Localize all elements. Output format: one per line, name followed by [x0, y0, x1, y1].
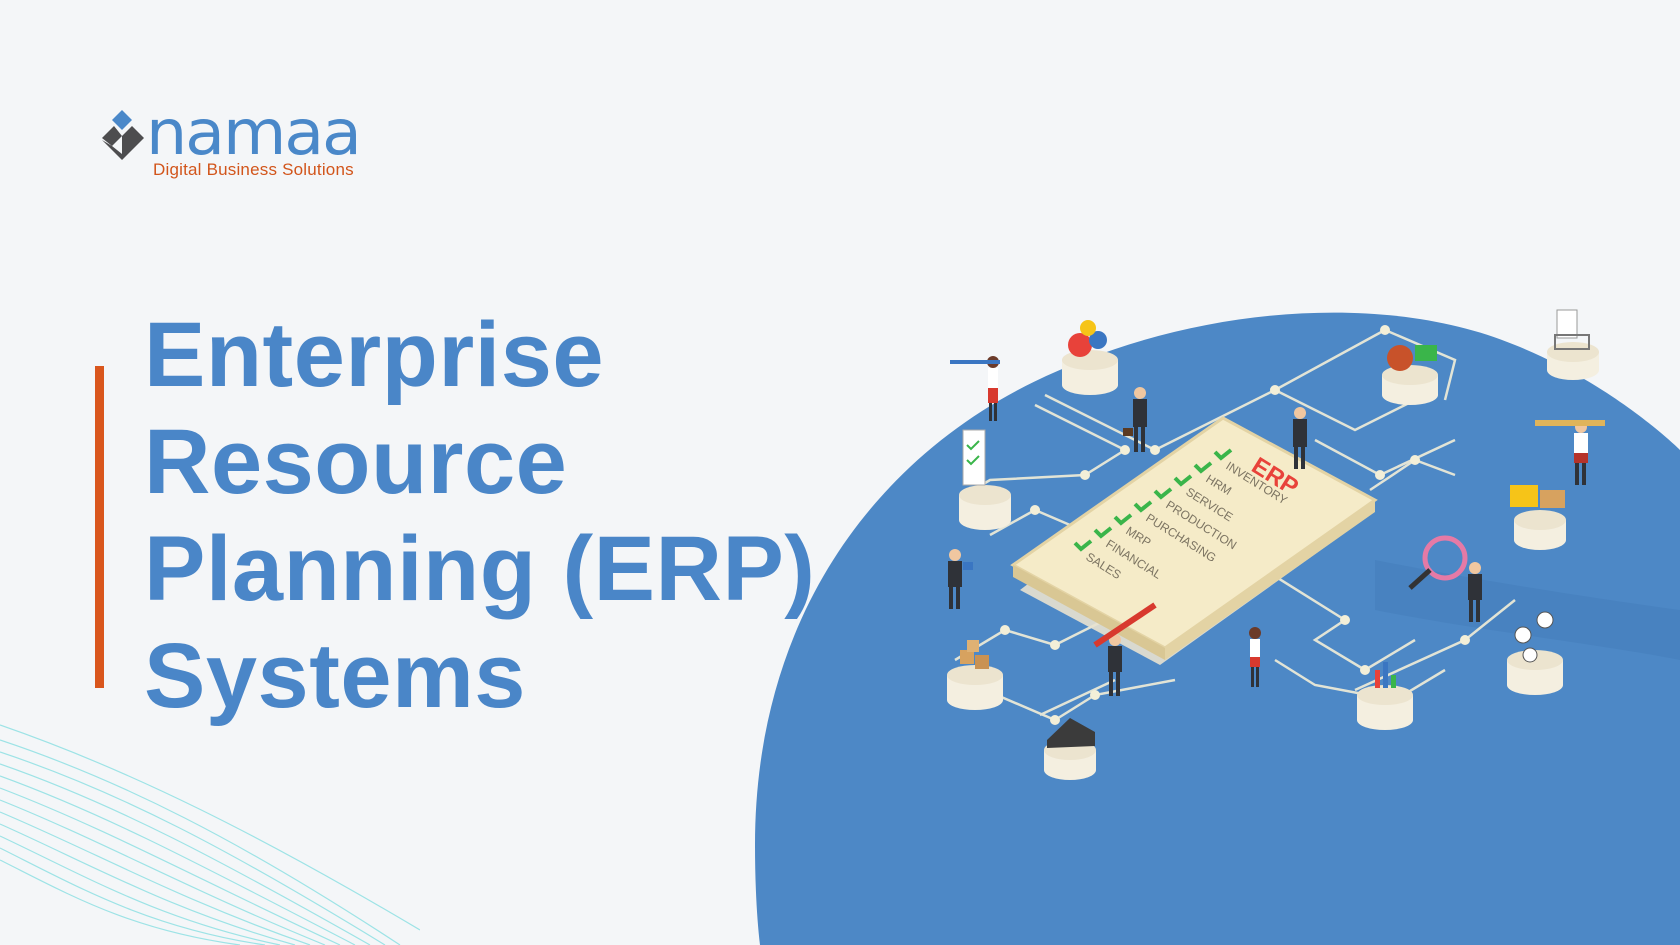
title-line-1: Enterprise	[144, 304, 605, 406]
checklist-icon	[959, 429, 1011, 530]
network-icon	[1507, 611, 1563, 695]
person-man-laptop	[948, 549, 973, 609]
title-line-2: Resource	[144, 411, 568, 513]
person-man-ruler	[1535, 420, 1605, 485]
erp-illustration: ERP INVENTORY HRM SERVICE PRODUCTION PUR…	[755, 309, 1680, 945]
accent-bar	[95, 366, 104, 688]
person-woman-pencil	[950, 356, 1000, 421]
warehouse-icon	[1044, 718, 1096, 780]
person-man-pen	[1093, 602, 1157, 696]
person-man-telescope	[1468, 562, 1482, 622]
magnifier-icon	[1408, 535, 1468, 590]
person-woman-standing	[1249, 627, 1261, 687]
person-man-document	[1293, 407, 1307, 469]
logo-tagline: Digital Business Solutions	[153, 160, 354, 179]
blue-blob	[755, 312, 1680, 945]
person-man-briefcase	[1123, 387, 1147, 452]
forklift-icon	[1510, 485, 1566, 550]
chart-icon	[1357, 662, 1413, 730]
gears-icon	[1062, 320, 1118, 395]
shopping-cart-icon	[1547, 309, 1599, 380]
logo-wordmark: namaa	[146, 96, 362, 169]
page-title: Enterprise Resource Planning (ERP) Syste…	[144, 302, 815, 730]
boxes-icon	[947, 640, 1003, 710]
namaa-logo: namaa Digital Business Solutions	[96, 96, 386, 190]
decorative-waves	[0, 724, 420, 945]
title-line-3: Planning (ERP)	[144, 518, 816, 620]
diamond-logo-icon	[102, 110, 144, 160]
money-bag-icon	[1382, 345, 1438, 405]
title-line-4: Systems	[144, 625, 526, 727]
